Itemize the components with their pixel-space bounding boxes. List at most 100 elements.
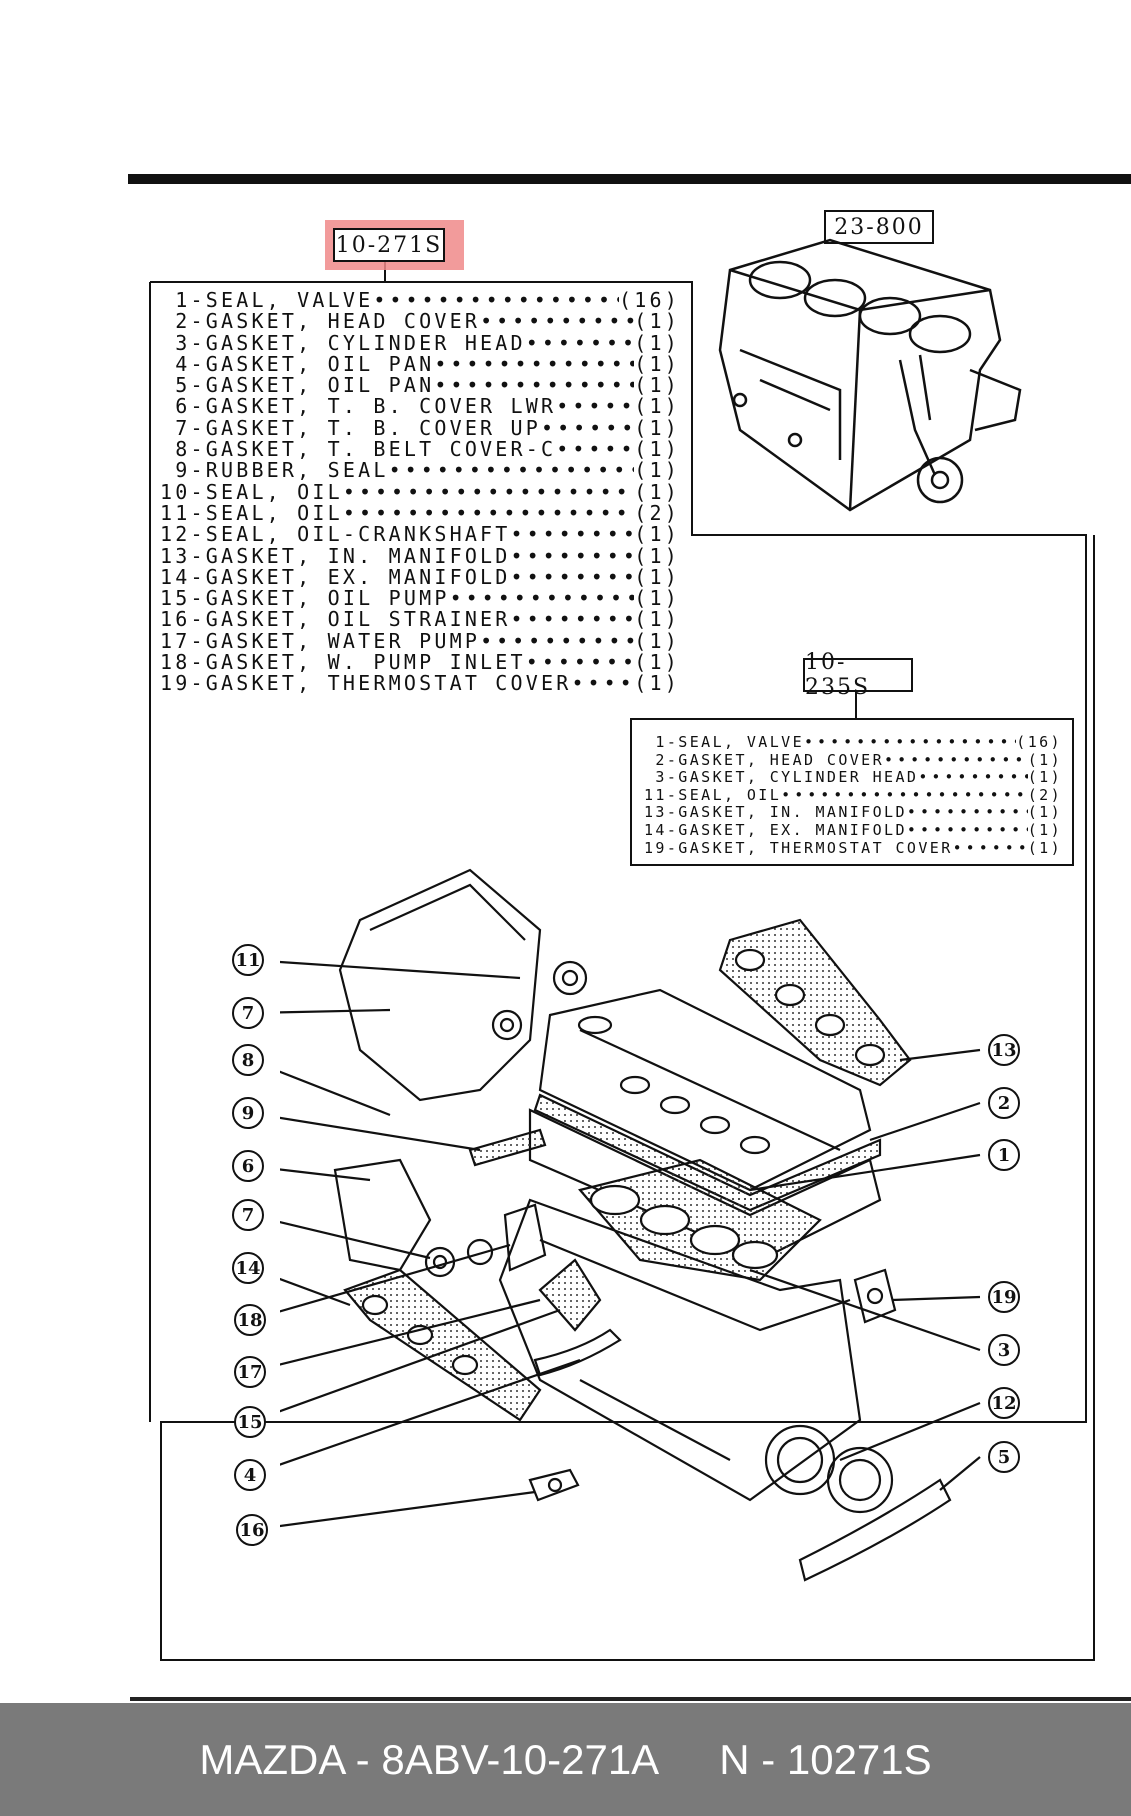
list-item-qty: (1) (1027, 768, 1062, 787)
list-item-name: 14-GASKET, EX. MANIFOLD (160, 564, 511, 589)
list-item: 4-GASKET, OIL PAN•••••••••••••••••••••••… (160, 351, 680, 376)
list-item-name: 13-GASKET, IN. MANIFOLD (644, 803, 907, 822)
list-item-name: 14-GASKET, EX. MANIFOLD (644, 820, 907, 839)
leader-dots: ••••••••••••••••••••••••••••••••••••••••… (571, 673, 635, 695)
kit-number[interactable]: N - 10271S (719, 1735, 932, 1783)
callout-15[interactable]: 15 (234, 1406, 266, 1438)
list-item-name: 15-GASKET, OIL PUMP (160, 586, 450, 611)
leader-dots: ••••••••••••••••••••••••••••••••••••••••… (388, 460, 635, 482)
callout-1[interactable]: 1 (988, 1139, 1020, 1171)
leader-dots: ••••••••••••••••••••••••••••••••••••••••… (556, 439, 635, 461)
list-item-qty: (1) (634, 458, 680, 483)
leader-dots: ••••••••••••••••••••••••••••••••••••••••… (480, 630, 634, 653)
callout-14[interactable]: 14 (232, 1252, 264, 1284)
list-item-name: 16-GASKET, OIL STRAINER (160, 607, 511, 632)
list-item-qty: (16) (619, 288, 680, 312)
list-item: 5-GASKET, OIL PAN•••••••••••••••••••••••… (160, 373, 680, 398)
list-item-qty: (1) (634, 373, 680, 398)
list-item: 16-GASKET, OIL STRAINER•••••••••••••••••… (160, 607, 680, 632)
list-item: 11-SEAL, OIL••••••••••••••••••••••••••••… (644, 785, 1062, 805)
list-item-qty: (1) (634, 415, 680, 440)
callout-17[interactable]: 17 (234, 1356, 266, 1388)
list-item-qty: (1) (1027, 820, 1062, 839)
callout-9[interactable]: 9 (232, 1097, 264, 1129)
list-item-name: 3-GASKET, CYLINDER HEAD (644, 768, 919, 787)
list-item: 8-GASKET, T. BELT COVER-C•••••••••••••••… (160, 438, 680, 461)
list-item-name: 13-GASKET, IN. MANIFOLD (160, 543, 511, 568)
main-kit-code[interactable]: 10-271S (333, 228, 445, 262)
list-item: 19-GASKET, THERMOSTAT COVER•••••••••••••… (644, 839, 1062, 858)
list-item-name: 9-RUBBER, SEAL (160, 458, 389, 483)
list-item-qty: (1) (634, 671, 680, 696)
engine-gasket-exploded-view (280, 868, 981, 1582)
callout-16[interactable]: 16 (236, 1514, 268, 1546)
list-item: 1-SEAL, VALVE•••••••••••••••••••••••••••… (160, 288, 680, 312)
engine-block-code-text: 23-800 (834, 214, 924, 240)
leader-dots: ••••••••••••••••••••••••••••••••••••••••… (906, 821, 1028, 839)
leader-dots: ••••••••••••••••••••••••••••••••••••••••… (525, 652, 635, 674)
list-item-name: 12-SEAL, OIL-CRANKSHAFT (160, 522, 511, 547)
leader-dots: ••••••••••••••••••••••••••••••••••••••••… (525, 332, 635, 354)
list-item: 3-GASKET, CYLINDER HEAD•••••••••••••••••… (644, 769, 1062, 787)
callout-19[interactable]: 19 (988, 1281, 1020, 1313)
leader-dots: ••••••••••••••••••••••••••••••••••••••••… (342, 481, 634, 503)
list-item-qty: (2) (634, 500, 680, 525)
list-item: 19-GASKET, THERMOSTAT COVER•••••••••••••… (160, 671, 680, 696)
list-item-qty: (1) (634, 586, 680, 611)
sub-parts-list: 1-SEAL, VALVE•••••••••••••••••••••••••••… (644, 733, 1062, 858)
list-item-qty: (1) (1027, 750, 1062, 769)
callout-2[interactable]: 2 (988, 1087, 1020, 1119)
list-item: 6-GASKET, T. B. COVER LWR•••••••••••••••… (160, 396, 680, 418)
sub-kit-code[interactable]: 10-235S (803, 650, 913, 700)
list-item-name: 10-SEAL, OIL (160, 479, 343, 504)
list-item: 10-SEAL, OIL••••••••••••••••••••••••••••… (160, 479, 680, 504)
callout-4[interactable]: 4 (234, 1459, 266, 1491)
callout-18[interactable]: 18 (234, 1304, 266, 1336)
list-item: 15-GASKET, OIL PUMP•••••••••••••••••••••… (160, 586, 680, 611)
list-item-qty: (2) (1027, 785, 1062, 804)
list-item-name: 11-SEAL, OIL (160, 500, 343, 525)
top-rule (128, 174, 1131, 184)
list-item: 17-GASKET, WATER PUMP•••••••••••••••••••… (160, 628, 680, 653)
callout-11[interactable]: 11 (232, 944, 264, 976)
callout-7[interactable]: 7 (232, 1199, 264, 1231)
leader-dots: ••••••••••••••••••••••••••••••••••••••••… (373, 290, 619, 312)
leader-dots: ••••••••••••••••••••••••••••••••••••••••… (510, 545, 635, 567)
list-item: 14-GASKET, EX. MANIFOLD•••••••••••••••••… (644, 820, 1062, 840)
callout-6[interactable]: 6 (232, 1150, 264, 1182)
leader-dots: ••••••••••••••••••••••••••••••••••••••••… (918, 769, 1027, 787)
list-item-name: 1-SEAL, VALVE (644, 733, 805, 751)
list-item: 7-GASKET, T. B. COVER UP••••••••••••••••… (160, 415, 680, 440)
list-item-name: 17-GASKET, WATER PUMP (160, 628, 481, 653)
engine-block-code[interactable]: 23-800 (824, 210, 934, 244)
leader-dots: ••••••••••••••••••••••••••••••••••••••••… (952, 839, 1028, 857)
list-item-qty: (1) (634, 522, 680, 547)
list-item: 14-GASKET, EX. MANIFOLD•••••••••••••••••… (160, 564, 680, 589)
list-item: 9-RUBBER, SEAL••••••••••••••••••••••••••… (160, 458, 680, 483)
list-item: 13-GASKET, IN. MANIFOLD•••••••••••••••••… (644, 804, 1062, 822)
list-item-name: 2-GASKET, HEAD COVER (644, 750, 885, 769)
callout-8[interactable]: 8 (232, 1044, 264, 1076)
engine-block-illustration (718, 238, 1022, 512)
callout-13[interactable]: 13 (988, 1034, 1020, 1066)
list-item-name: 3-GASKET, CYLINDER HEAD (160, 330, 526, 355)
list-item-qty: (1) (634, 628, 680, 653)
list-item-qty: (1) (634, 650, 680, 675)
leader-dots: ••••••••••••••••••••••••••••••••••••••••… (884, 751, 1028, 769)
list-item: 12-SEAL, OIL-CRANKSHAFT•••••••••••••••••… (160, 522, 680, 547)
list-item: 18-GASKET, W. PUMP INLET••••••••••••••••… (160, 650, 680, 675)
list-item-qty: (1) (634, 607, 680, 632)
main-kit-code-text: 10-271S (335, 232, 443, 258)
list-item: 2-GASKET, HEAD COVER••••••••••••••••••••… (644, 750, 1062, 770)
callout-5[interactable]: 5 (988, 1441, 1020, 1473)
list-item-name: 7-GASKET, T. B. COVER UP (160, 415, 542, 440)
callout-3[interactable]: 3 (988, 1334, 1020, 1366)
oem-part-number[interactable]: MAZDA - 8ABV-10-271A (199, 1735, 660, 1783)
list-item-qty: (1) (634, 543, 680, 568)
list-item-qty: (1) (634, 479, 680, 504)
callout-12[interactable]: 12 (988, 1387, 1020, 1419)
callout-7[interactable]: 7 (232, 997, 264, 1029)
leader-dots: ••••••••••••••••••••••••••••••••••••••••… (804, 734, 1016, 751)
list-item-name: 4-GASKET, OIL PAN (160, 351, 435, 376)
